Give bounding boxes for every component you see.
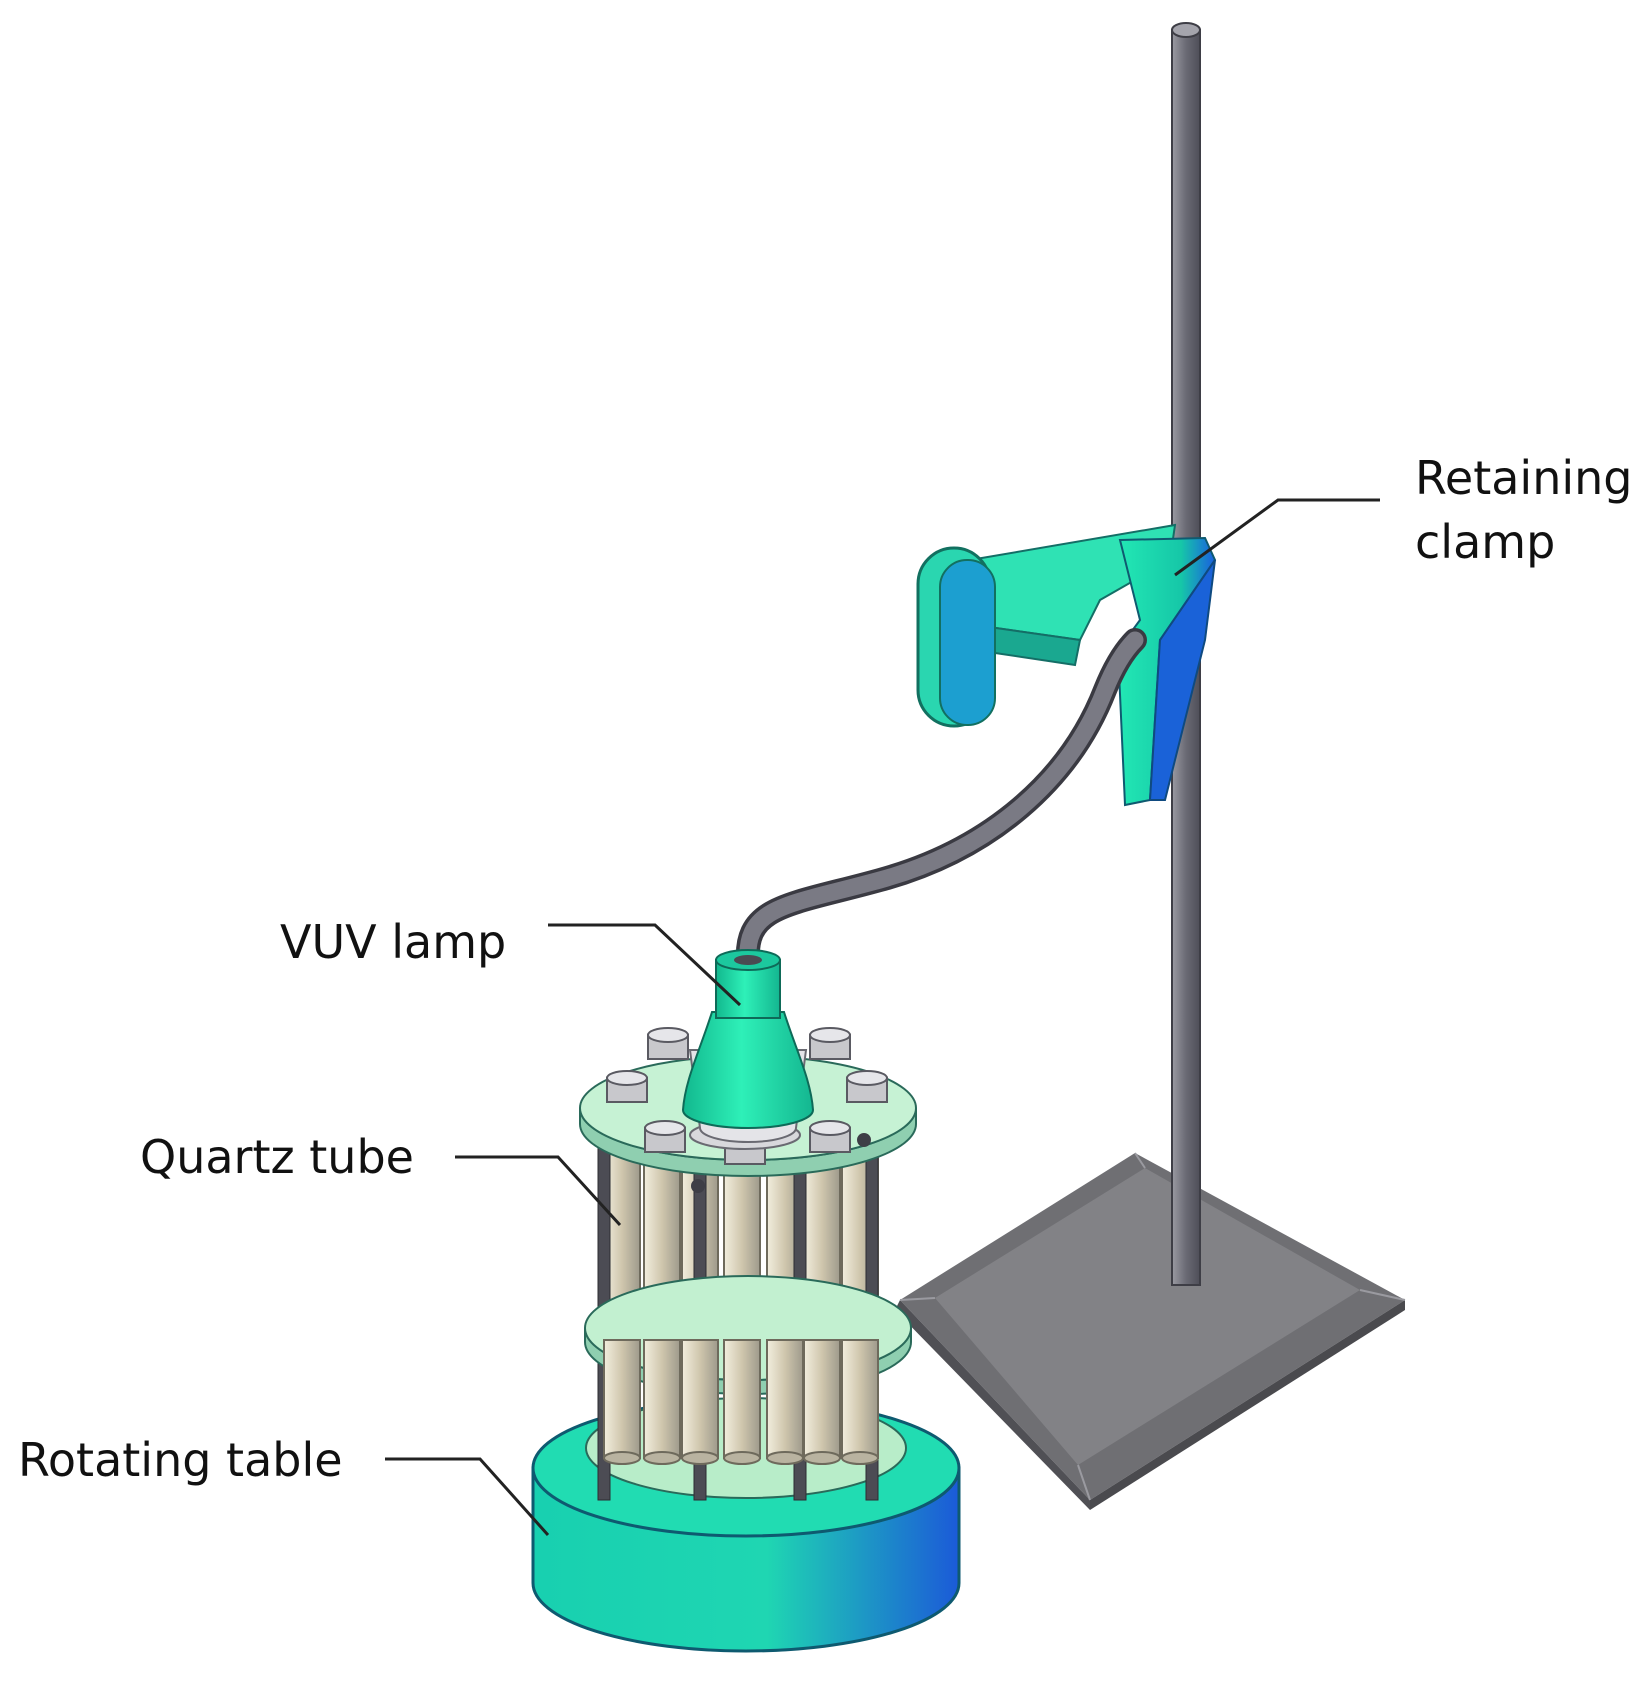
- quartz-tube: [681, 1339, 719, 1459]
- label-retaining-clamp: Retaining clamp: [1415, 446, 1633, 574]
- lamp-cable: [735, 628, 1147, 972]
- leader-line-table: [385, 1457, 550, 1537]
- leader-line-lamp: [548, 923, 742, 1007]
- quartz-tube: [766, 1339, 804, 1459]
- tube-cap-top: [647, 1027, 689, 1043]
- quartz-tube: [723, 1339, 761, 1459]
- quartz-tubes-mid: [603, 1339, 879, 1465]
- quartz-tube-bottom: [841, 1451, 879, 1465]
- bolt: [691, 1179, 705, 1193]
- retaining-clamp: [916, 523, 1217, 807]
- label-rotating-table: Rotating table: [18, 1433, 343, 1487]
- quartz-tube: [841, 1339, 879, 1459]
- label-vuv-lamp: VUV lamp: [280, 915, 507, 969]
- quartz-tube: [603, 1339, 641, 1459]
- tube-cap-top: [809, 1120, 851, 1136]
- leader-lines: [385, 498, 1380, 1537]
- stand-base: [895, 1152, 1406, 1510]
- tube-cap-top: [809, 1027, 851, 1043]
- leader-line-quartz: [455, 1155, 622, 1227]
- quartz-tube-bottom: [643, 1451, 681, 1465]
- leader-line-clamp: [1174, 498, 1380, 577]
- tube-cap-top: [846, 1070, 888, 1086]
- quartz-tube-bottom: [723, 1451, 761, 1465]
- label-quartz-tube: Quartz tube: [140, 1130, 414, 1184]
- quartz-tube: [803, 1339, 841, 1459]
- tube-cap-top: [606, 1070, 648, 1086]
- label-retaining-clamp-line1: Retaining: [1415, 451, 1633, 505]
- tube-cap-top: [644, 1120, 686, 1136]
- tube-caps: [606, 1027, 888, 1193]
- bolt: [857, 1133, 871, 1147]
- quartz-tube-bottom: [681, 1451, 719, 1465]
- label-retaining-clamp-line2: clamp: [1415, 515, 1556, 569]
- vuv-lamp: [681, 949, 815, 1150]
- quartz-tube: [643, 1339, 681, 1459]
- quartz-tube-bottom: [603, 1451, 641, 1465]
- quartz-tube-bottom: [766, 1451, 804, 1465]
- quartz-tube-bottom: [803, 1451, 841, 1465]
